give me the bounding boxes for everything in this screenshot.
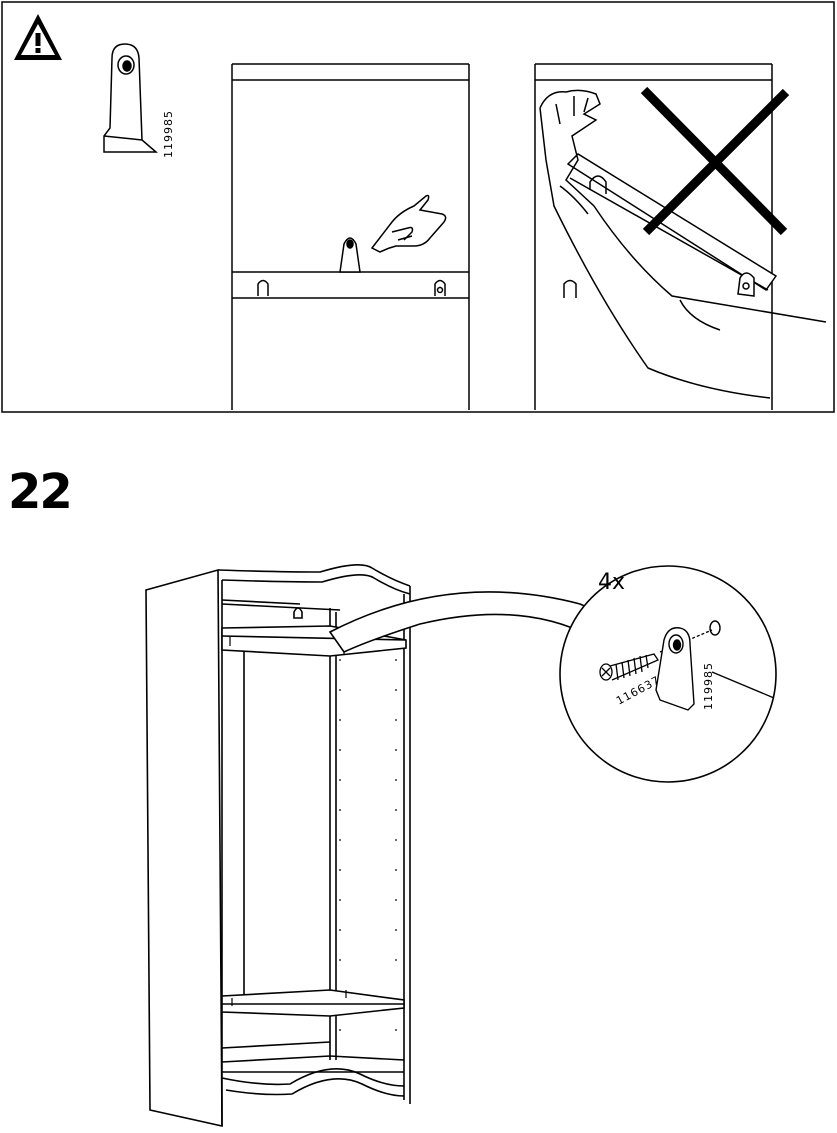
shelf-brackets: [230, 636, 346, 1006]
wardrobe-frame: [146, 565, 410, 1126]
quantity-label: 4x: [598, 570, 625, 595]
side-holes: [339, 659, 397, 1031]
bracket-code-label: 119985: [702, 662, 715, 710]
